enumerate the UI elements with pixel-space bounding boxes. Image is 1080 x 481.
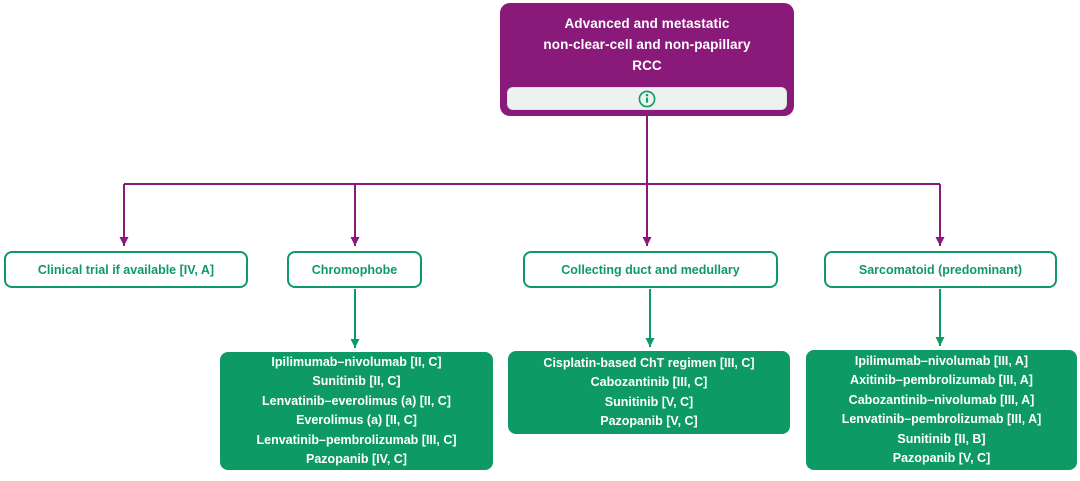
node-collecting-duct-medullary-label: Collecting duct and medullary — [561, 262, 740, 277]
node-collecting-duct-medullary: Collecting duct and medullary — [523, 251, 778, 288]
node-chromophobe-treatments: Ipilimumab–nivolumab [II, C] Sunitinib [… — [220, 352, 493, 470]
root-node-title: Advanced and metastatic non-clear-cell a… — [543, 16, 751, 73]
node-chromophobe-label: Chromophobe — [311, 262, 398, 277]
sarcomatoid-treatments-list: Ipilimumab–nivolumab [III, A] Axitinib–p… — [841, 353, 1042, 466]
node-chromophobe: Chromophobe — [287, 251, 422, 288]
node-collecting-duct-treatments: Cisplatin-based ChT regimen [III, C] Cab… — [508, 351, 790, 434]
root-node-advanced-metastatic-rcc: Advanced and metastatic non-clear-cell a… — [500, 3, 794, 116]
collecting-duct-treatments-list: Cisplatin-based ChT regimen [III, C] Cab… — [543, 355, 755, 429]
node-sarcomatoid-label: Sarcomatoid (predominant) — [858, 262, 1023, 277]
node-clinical-trial-label: Clinical trial if available [IV, A] — [37, 262, 215, 277]
info-icon — [638, 90, 656, 107]
chromophobe-treatments-list: Ipilimumab–nivolumab [II, C] Sunitinib [… — [256, 354, 457, 467]
info-button[interactable] — [507, 87, 787, 110]
node-clinical-trial: Clinical trial if available [IV, A] — [4, 251, 248, 288]
node-sarcomatoid-treatments: Ipilimumab–nivolumab [III, A] Axitinib–p… — [806, 350, 1077, 470]
node-sarcomatoid: Sarcomatoid (predominant) — [824, 251, 1057, 288]
